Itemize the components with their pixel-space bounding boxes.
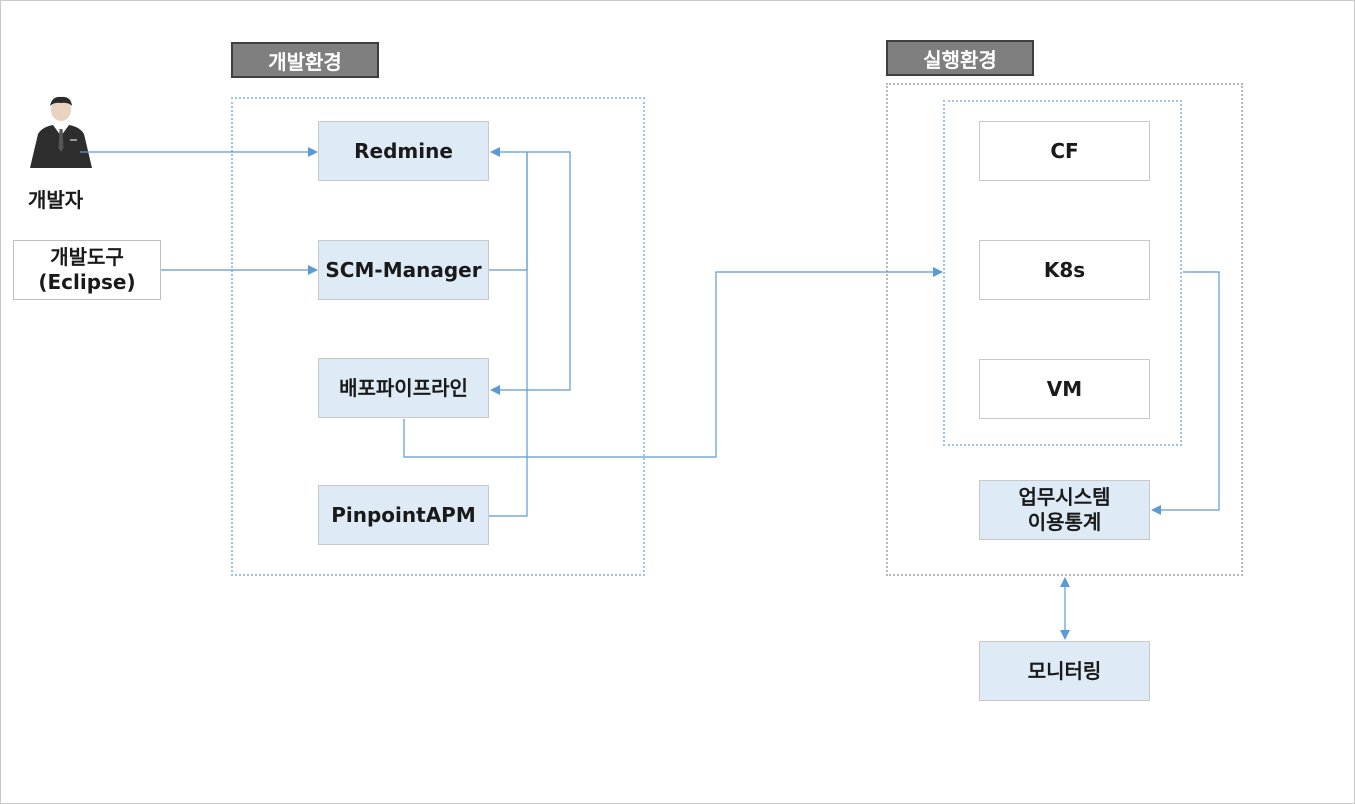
cf-box: CF bbox=[979, 121, 1150, 181]
dev-tool-box: 개발도구 (Eclipse) bbox=[13, 240, 161, 300]
k8s-to-stats-arrow bbox=[1151, 271, 1220, 515]
runtime-platform-group bbox=[943, 100, 1182, 446]
run-env-tag: 실행환경 bbox=[886, 40, 1034, 76]
run-env-group bbox=[886, 83, 1243, 576]
developer bbox=[26, 96, 96, 171]
dev-env-tag: 개발환경 bbox=[231, 42, 379, 78]
k8s-box: K8s bbox=[979, 240, 1150, 300]
scm-manager-box: SCM-Manager bbox=[318, 240, 489, 300]
developer-label: 개발자 bbox=[28, 188, 84, 212]
person-icon bbox=[30, 96, 92, 168]
usage-stats-line2: 이용통계 bbox=[1027, 510, 1102, 534]
redmine-box: Redmine bbox=[318, 121, 489, 181]
deploy-pipeline-box: 배포파이프라인 bbox=[318, 358, 489, 418]
scm-to-redmine-link bbox=[489, 152, 528, 271]
usage-stats-box: 업무시스템 이용통계 bbox=[979, 480, 1150, 540]
vm-box: VM bbox=[979, 359, 1150, 419]
dev-tool-name: 개발도구 bbox=[50, 245, 124, 269]
dev-tool-product: (Eclipse) bbox=[38, 270, 136, 294]
monitoring-box: 모니터링 bbox=[979, 641, 1150, 701]
scm-to-pipeline-arrow bbox=[490, 151, 571, 395]
pinpoint-apm-box: PinpointAPM bbox=[318, 485, 489, 545]
apm-to-redmine-arrow bbox=[489, 147, 528, 517]
usage-stats-line1: 업무시스템 bbox=[1018, 485, 1111, 509]
pipeline-to-runtime-arrow bbox=[403, 267, 943, 458]
dev-env-group bbox=[231, 97, 645, 576]
